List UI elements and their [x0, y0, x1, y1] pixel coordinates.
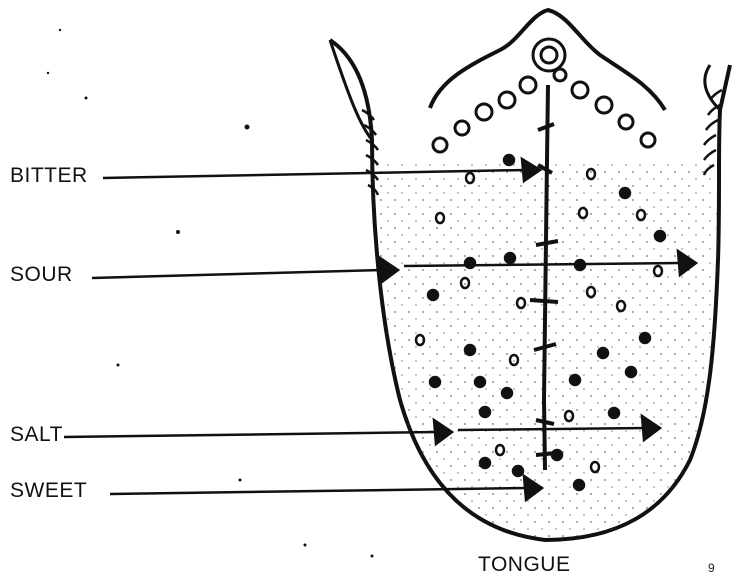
label-sweet: SWEET — [10, 479, 87, 503]
vallate-papillae — [433, 69, 655, 152]
print-specks — [47, 29, 374, 558]
label-bitter: BITTER — [10, 164, 88, 188]
diagram-caption: TONGUE — [478, 553, 570, 577]
page-number: 9 — [708, 561, 715, 575]
label-salt: SALT — [10, 423, 63, 447]
label-sour: SOUR — [10, 263, 73, 287]
tongue-outline — [330, 40, 730, 540]
